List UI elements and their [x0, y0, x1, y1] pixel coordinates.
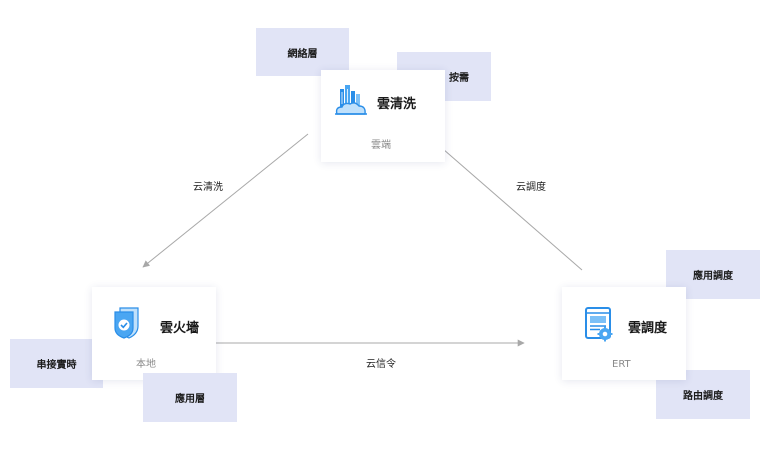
shield-check-icon [114, 307, 139, 339]
node-cloud-dispatch-sub: ERT [612, 359, 631, 370]
node-cloud-dispatch-title: 雲調度 [628, 321, 668, 336]
node-cloud-clean-title: 雲清洗 [377, 97, 417, 112]
node-cloud-firewall-title: 雲火墻 [160, 321, 200, 336]
tag-app-layer: 應用層 [143, 373, 237, 422]
node-cloud-firewall: 雲火墻 本地 [92, 287, 216, 380]
edge-label-clean-to-firewall: 云清洗 [193, 182, 223, 193]
node-cloud-clean-sub: 雲端 [371, 140, 391, 151]
edge-label-firewall-to-dispatch: 云信令 [366, 359, 396, 370]
cloud-server-icon [335, 85, 367, 115]
edge-clean-to-firewall [142, 133, 309, 268]
tag-network-layer: 網絡層 [256, 28, 349, 76]
tag-serial-realtime-label: 串接實時 [36, 360, 77, 371]
tag-serial-realtime: 串接實時 [10, 339, 103, 388]
node-cloud-clean: 雲清洗 雲端 [321, 70, 445, 162]
gear-window-icon [585, 307, 613, 342]
node-cloud-firewall-sub: 本地 [136, 359, 156, 370]
tag-app-dispatch-label: 應用調度 [693, 271, 733, 282]
tag-network-layer-label: 網絡層 [287, 48, 318, 60]
tag-route-dispatch-label: 路由調度 [683, 391, 723, 402]
tag-app-layer-label: 應用層 [175, 394, 205, 405]
edge-label-dispatch-to-clean: 云調度 [516, 182, 546, 193]
edge-dispatch-to-clean [419, 128, 583, 271]
node-cloud-dispatch: 雲調度 ERT [562, 287, 686, 380]
tag-on-demand-label: 按需 [449, 73, 469, 84]
